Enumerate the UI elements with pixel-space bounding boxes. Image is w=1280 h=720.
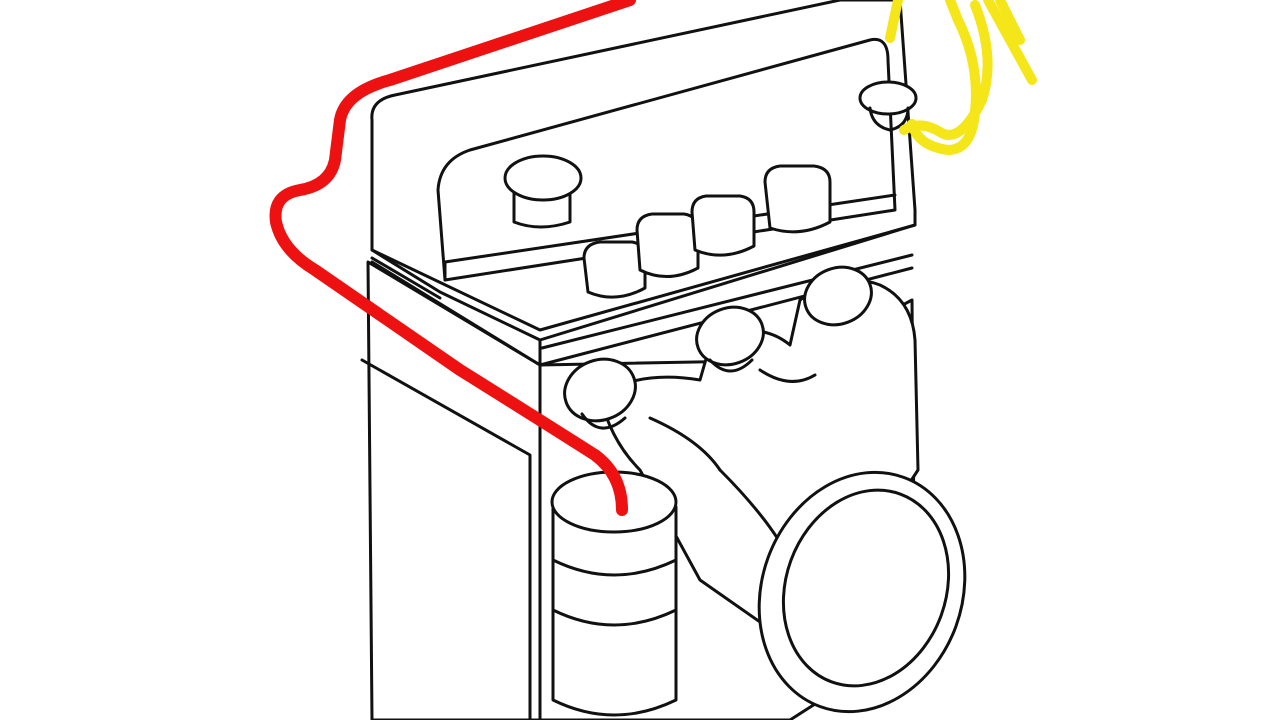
- intake-runners: [563, 265, 873, 430]
- distributor-cap: [858, 80, 918, 132]
- spark-plug-caps: [582, 164, 832, 299]
- oil-filler-cap: [503, 154, 583, 229]
- oil-filter: [550, 470, 678, 717]
- red-wire: [269, 0, 636, 516]
- yellow-wire: [885, 0, 1037, 155]
- throttle-body: [757, 470, 967, 714]
